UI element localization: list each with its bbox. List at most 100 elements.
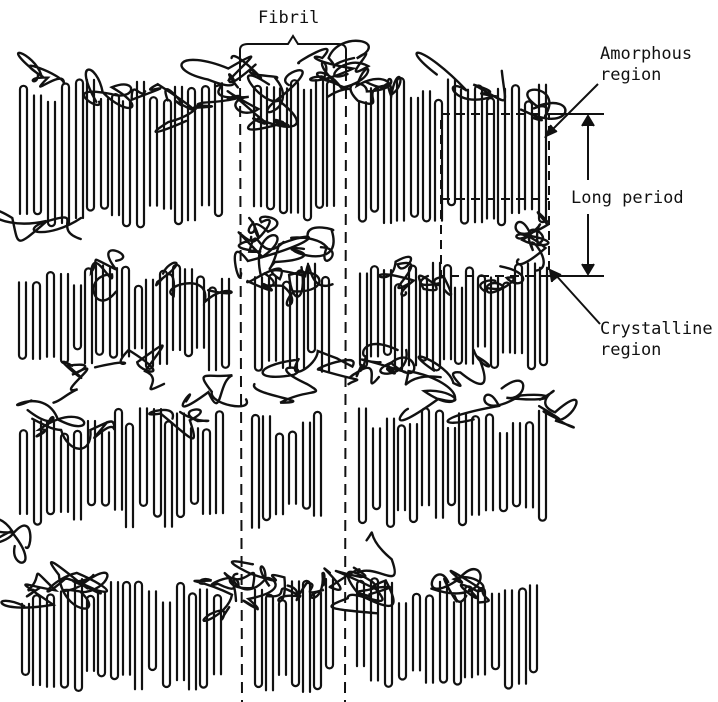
chain-fold [413, 594, 420, 671]
chain-fold [164, 100, 171, 209]
chain-fold [165, 421, 172, 526]
chain-fold [276, 434, 283, 515]
chain-fold [373, 428, 380, 509]
chain-fold [34, 96, 41, 215]
chain-fold [371, 88, 378, 211]
chain-fold [475, 86, 482, 223]
chain-fold [422, 408, 429, 505]
amorphous-pointer [548, 84, 598, 134]
chain-fold [503, 283, 510, 353]
chain-fold [122, 267, 129, 357]
chain-fold [455, 288, 462, 364]
chain-fold [163, 603, 170, 688]
chain-fold [492, 594, 499, 670]
chain-fold [214, 595, 221, 674]
chain-fold [85, 268, 92, 363]
chain-fold [540, 268, 547, 366]
chain-fold [461, 90, 468, 224]
chain-fold [472, 416, 479, 515]
chain-fold [519, 589, 526, 684]
chain-fold [177, 583, 184, 680]
chain-fold [150, 97, 157, 205]
chain-fold [384, 270, 391, 355]
chain-fold [459, 413, 466, 525]
chain-fold [304, 90, 311, 221]
chain-fold [76, 80, 83, 219]
chain-fold [399, 603, 406, 679]
chain-fold [411, 98, 418, 217]
chain-fold [423, 91, 430, 221]
long-period-arrowhead-top [582, 116, 594, 126]
chain-fold [515, 264, 522, 353]
chain-fold [486, 414, 493, 510]
tie-chain [362, 350, 414, 374]
chain-fold [33, 282, 40, 359]
chain-fold [254, 86, 261, 206]
chain-fold [528, 264, 535, 370]
chain-fold [385, 583, 392, 687]
tie-chain [0, 519, 30, 563]
tie-chain [448, 381, 547, 423]
chain-fold [111, 582, 118, 679]
chain-fold [216, 411, 223, 513]
chain-fold [454, 602, 461, 684]
chain-fold [316, 80, 323, 208]
chain-fold [314, 412, 321, 516]
amorphous-label-line-1: Amorphous [600, 44, 692, 65]
chain-fold [505, 590, 512, 688]
chain-fold [47, 595, 54, 687]
tie-chain [539, 391, 576, 428]
chain-fold [61, 434, 68, 512]
long-period-label: Long period [571, 188, 684, 209]
chain-fold [263, 416, 270, 520]
tie-chain [480, 266, 523, 292]
chain-fold [466, 268, 473, 364]
chain-fold [526, 422, 533, 507]
tie-chain [17, 401, 84, 437]
chain-fold [74, 431, 81, 520]
chain-fold [200, 590, 207, 688]
crystalline-region-label: Crystalline region [600, 319, 713, 361]
chain-fold [98, 593, 105, 676]
chain-fold [465, 586, 472, 677]
chain-fold [215, 83, 222, 216]
chain-fold [22, 604, 29, 675]
chain-fold [252, 415, 259, 528]
chain-fold [202, 86, 209, 205]
tie-chain [419, 276, 451, 295]
amorphous-region-label: Amorphous region [600, 44, 692, 86]
fibril-boundary-right [345, 70, 346, 702]
chain-fold [478, 275, 485, 346]
tie-chain [521, 90, 565, 121]
chain-fold [487, 98, 494, 218]
chain-fold [326, 579, 333, 668]
chain-fold [436, 411, 443, 518]
chain-fold [539, 411, 546, 521]
chain-fold [115, 409, 122, 510]
tie-chain [400, 371, 456, 420]
chain-fold [327, 81, 334, 206]
tie-chain [249, 217, 278, 242]
fibril-boundary-left [240, 70, 242, 702]
crystalline-label-line-1: Crystalline [600, 319, 713, 340]
chain-fold [426, 596, 433, 683]
chain-fold [512, 85, 519, 213]
chain-fold [530, 585, 537, 672]
chain-fold [33, 595, 40, 685]
tie-chain [183, 375, 247, 406]
chain-fold [359, 102, 366, 221]
chain-fold [513, 423, 520, 506]
chain-fold [137, 82, 144, 227]
chain-fold [62, 84, 69, 224]
crystalline-label-line-2: region [600, 340, 713, 361]
chain-fold [289, 432, 296, 504]
tie-chain [18, 53, 64, 87]
chain-fold [149, 591, 156, 670]
chain-fold [135, 286, 142, 349]
chain-fold [203, 429, 210, 514]
chain-fold [291, 80, 298, 212]
chain-fold [47, 272, 54, 357]
chain-fold [283, 282, 290, 368]
chain-fold [395, 284, 402, 369]
chain-fold [101, 99, 108, 209]
